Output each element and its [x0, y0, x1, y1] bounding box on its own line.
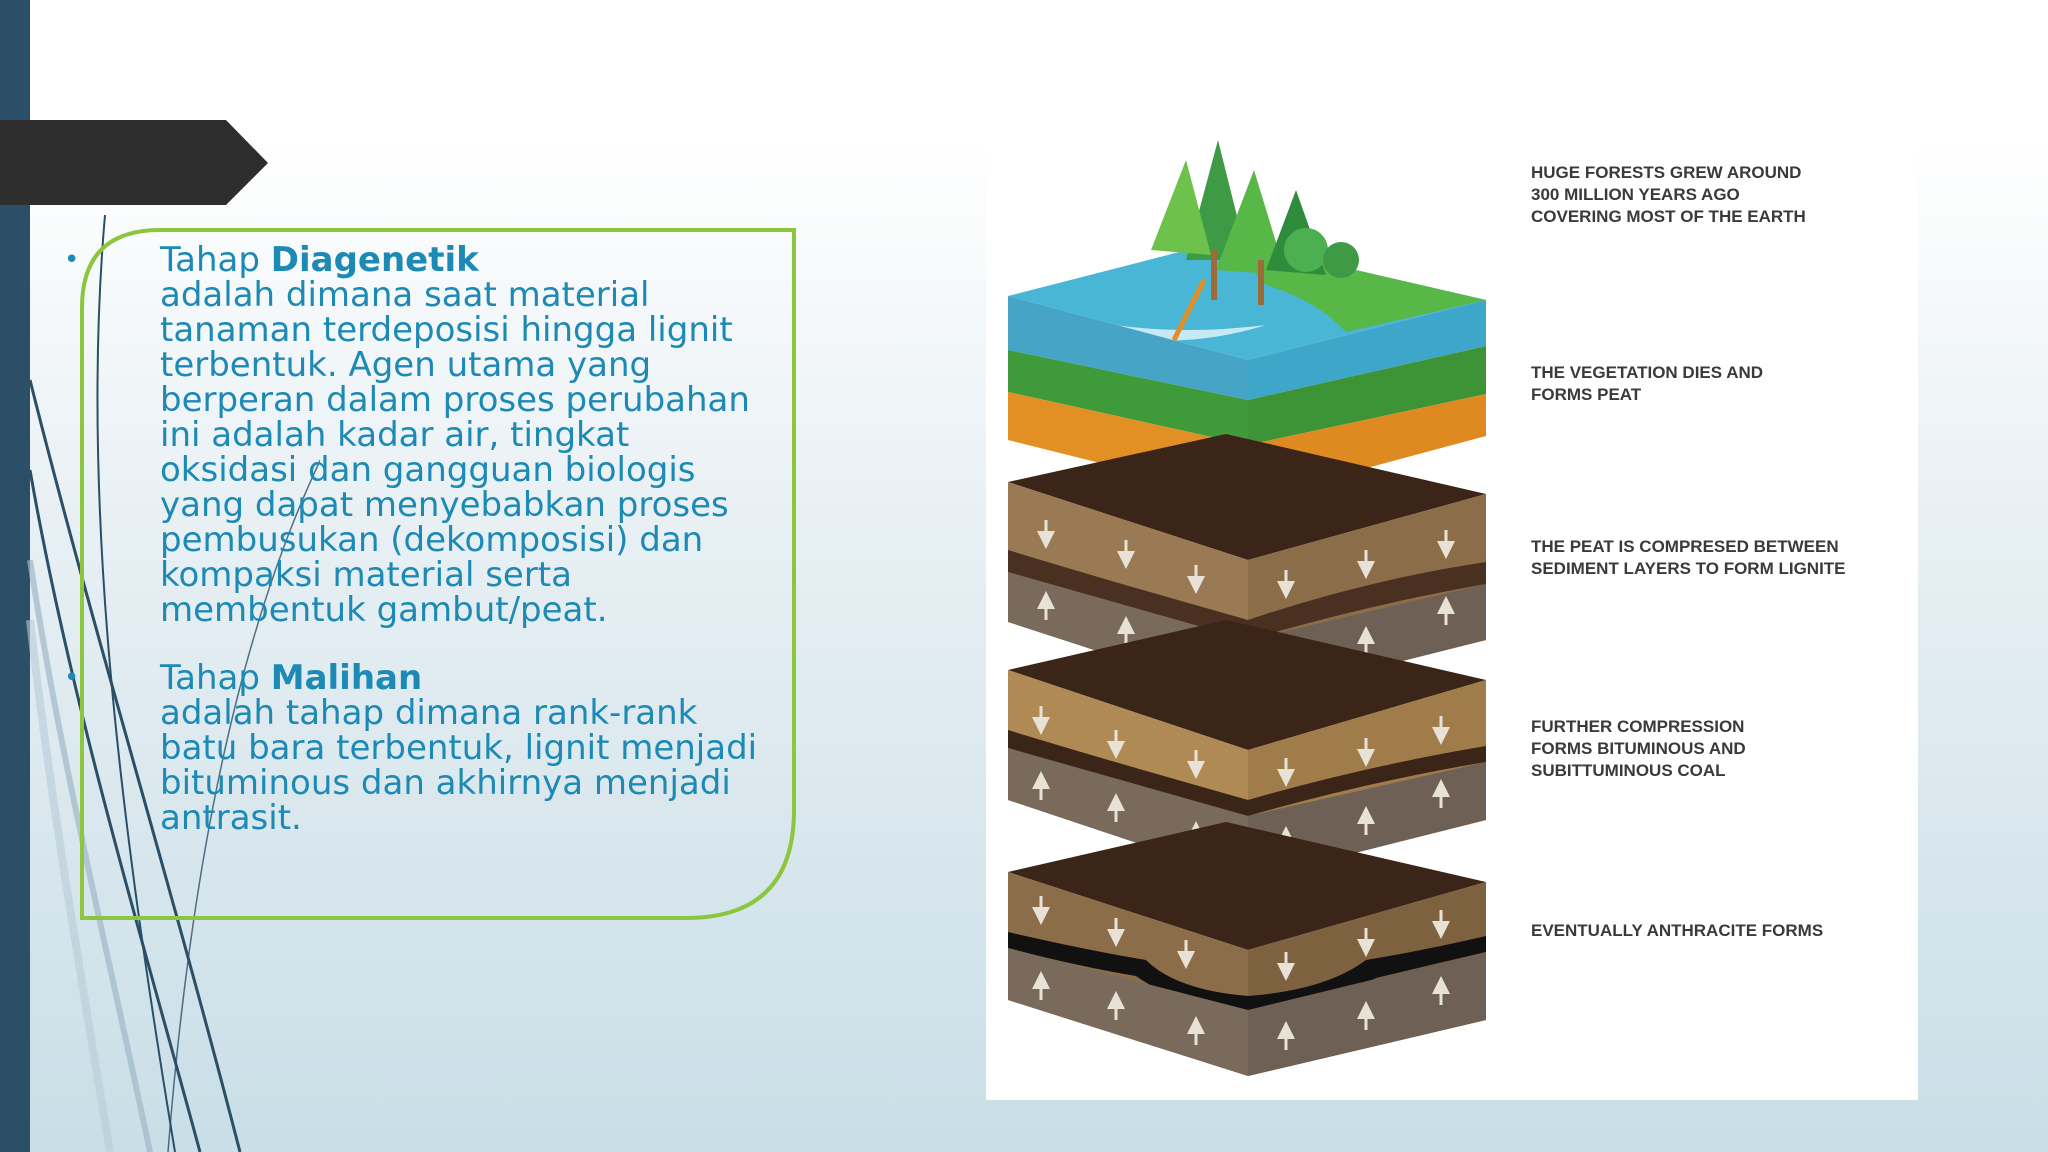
bullet-marker: •: [64, 663, 80, 693]
bullet-text: Tahap Malihan adalah tahap dimana rank-r…: [160, 661, 760, 836]
bullet-body: adalah tahap dimana rank-rank batu bara …: [160, 693, 758, 838]
stage-label-bituminous: FURTHER COMPRESSION FORMS BITUMINOUS AND…: [1531, 717, 1746, 780]
stage-label-forest: HUGE FORESTS GREW AROUND 300 MILLION YEA…: [1531, 163, 1806, 226]
bullet-term: Diagenetik: [270, 240, 479, 280]
bullet-marker: •: [64, 245, 80, 275]
anthracite-block: [1008, 822, 1486, 1076]
bullet-malihan: • Tahap Malihan adalah tahap dimana rank…: [0, 661, 800, 851]
bullet-diagenetik: • Tahap Diagenetik adalah dimana saat ma…: [0, 243, 800, 643]
coal-formation-figure: HUGE FORESTS GREW AROUND 300 MILLION YEA…: [986, 110, 1918, 1100]
bullet-body: adalah dimana saat material tanaman terd…: [160, 275, 750, 630]
bullet-prefix: Tahap: [160, 240, 271, 280]
bullet-text: Tahap Diagenetik adalah dimana saat mate…: [160, 243, 760, 628]
stage-label-anthracite: EVENTUALLY ANTHRACITE FORMS: [1531, 921, 1824, 940]
stage-label-lignite: THE PEAT IS COMPRESED BETWEEN SEDIMENT L…: [1531, 537, 1846, 578]
bullet-term: Malihan: [270, 658, 423, 698]
forest-block: [1008, 140, 1486, 500]
stage-label-peat: THE VEGETATION DIES AND FORMS PEAT: [1531, 363, 1764, 404]
strata-illustration: [1008, 140, 1486, 1076]
bullet-prefix: Tahap: [160, 658, 271, 698]
